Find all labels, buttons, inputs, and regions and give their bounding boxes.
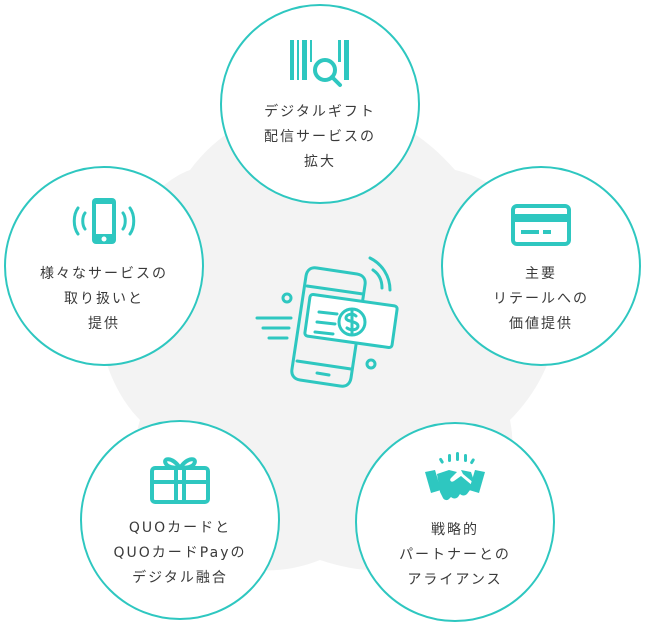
node-label: デジタルギフト 配信サービスの 拡大 (264, 103, 376, 170)
smartphone-icon (72, 197, 136, 244)
credit-card-icon (511, 203, 571, 246)
node-various-services: 様々なサービスの 取り扱いと 提供 (4, 166, 204, 366)
node-quo-card: QUOカードと QUOカードPayの デジタル融合 (80, 420, 280, 620)
phone-payment-icon (255, 256, 399, 388)
node-label: 戦略的 パートナーとの アライアンス (399, 521, 511, 588)
node-digital-gift: デジタルギフト 配信サービスの 拡大 (220, 4, 420, 204)
handshake-icon (425, 451, 485, 500)
node-label: 様々なサービスの 取り扱いと 提供 (40, 265, 168, 332)
node-label: QUOカードと QUOカードPayの デジタル融合 (113, 519, 247, 586)
gift-card-icon (150, 456, 210, 504)
node-alliance: 戦略的 パートナーとの アライアンス (355, 422, 555, 622)
node-label: 主要 リテールへの 価値提供 (493, 265, 589, 332)
barcode-search-icon (290, 39, 349, 87)
node-retail-value: 主要 リテールへの 価値提供 (441, 166, 641, 366)
